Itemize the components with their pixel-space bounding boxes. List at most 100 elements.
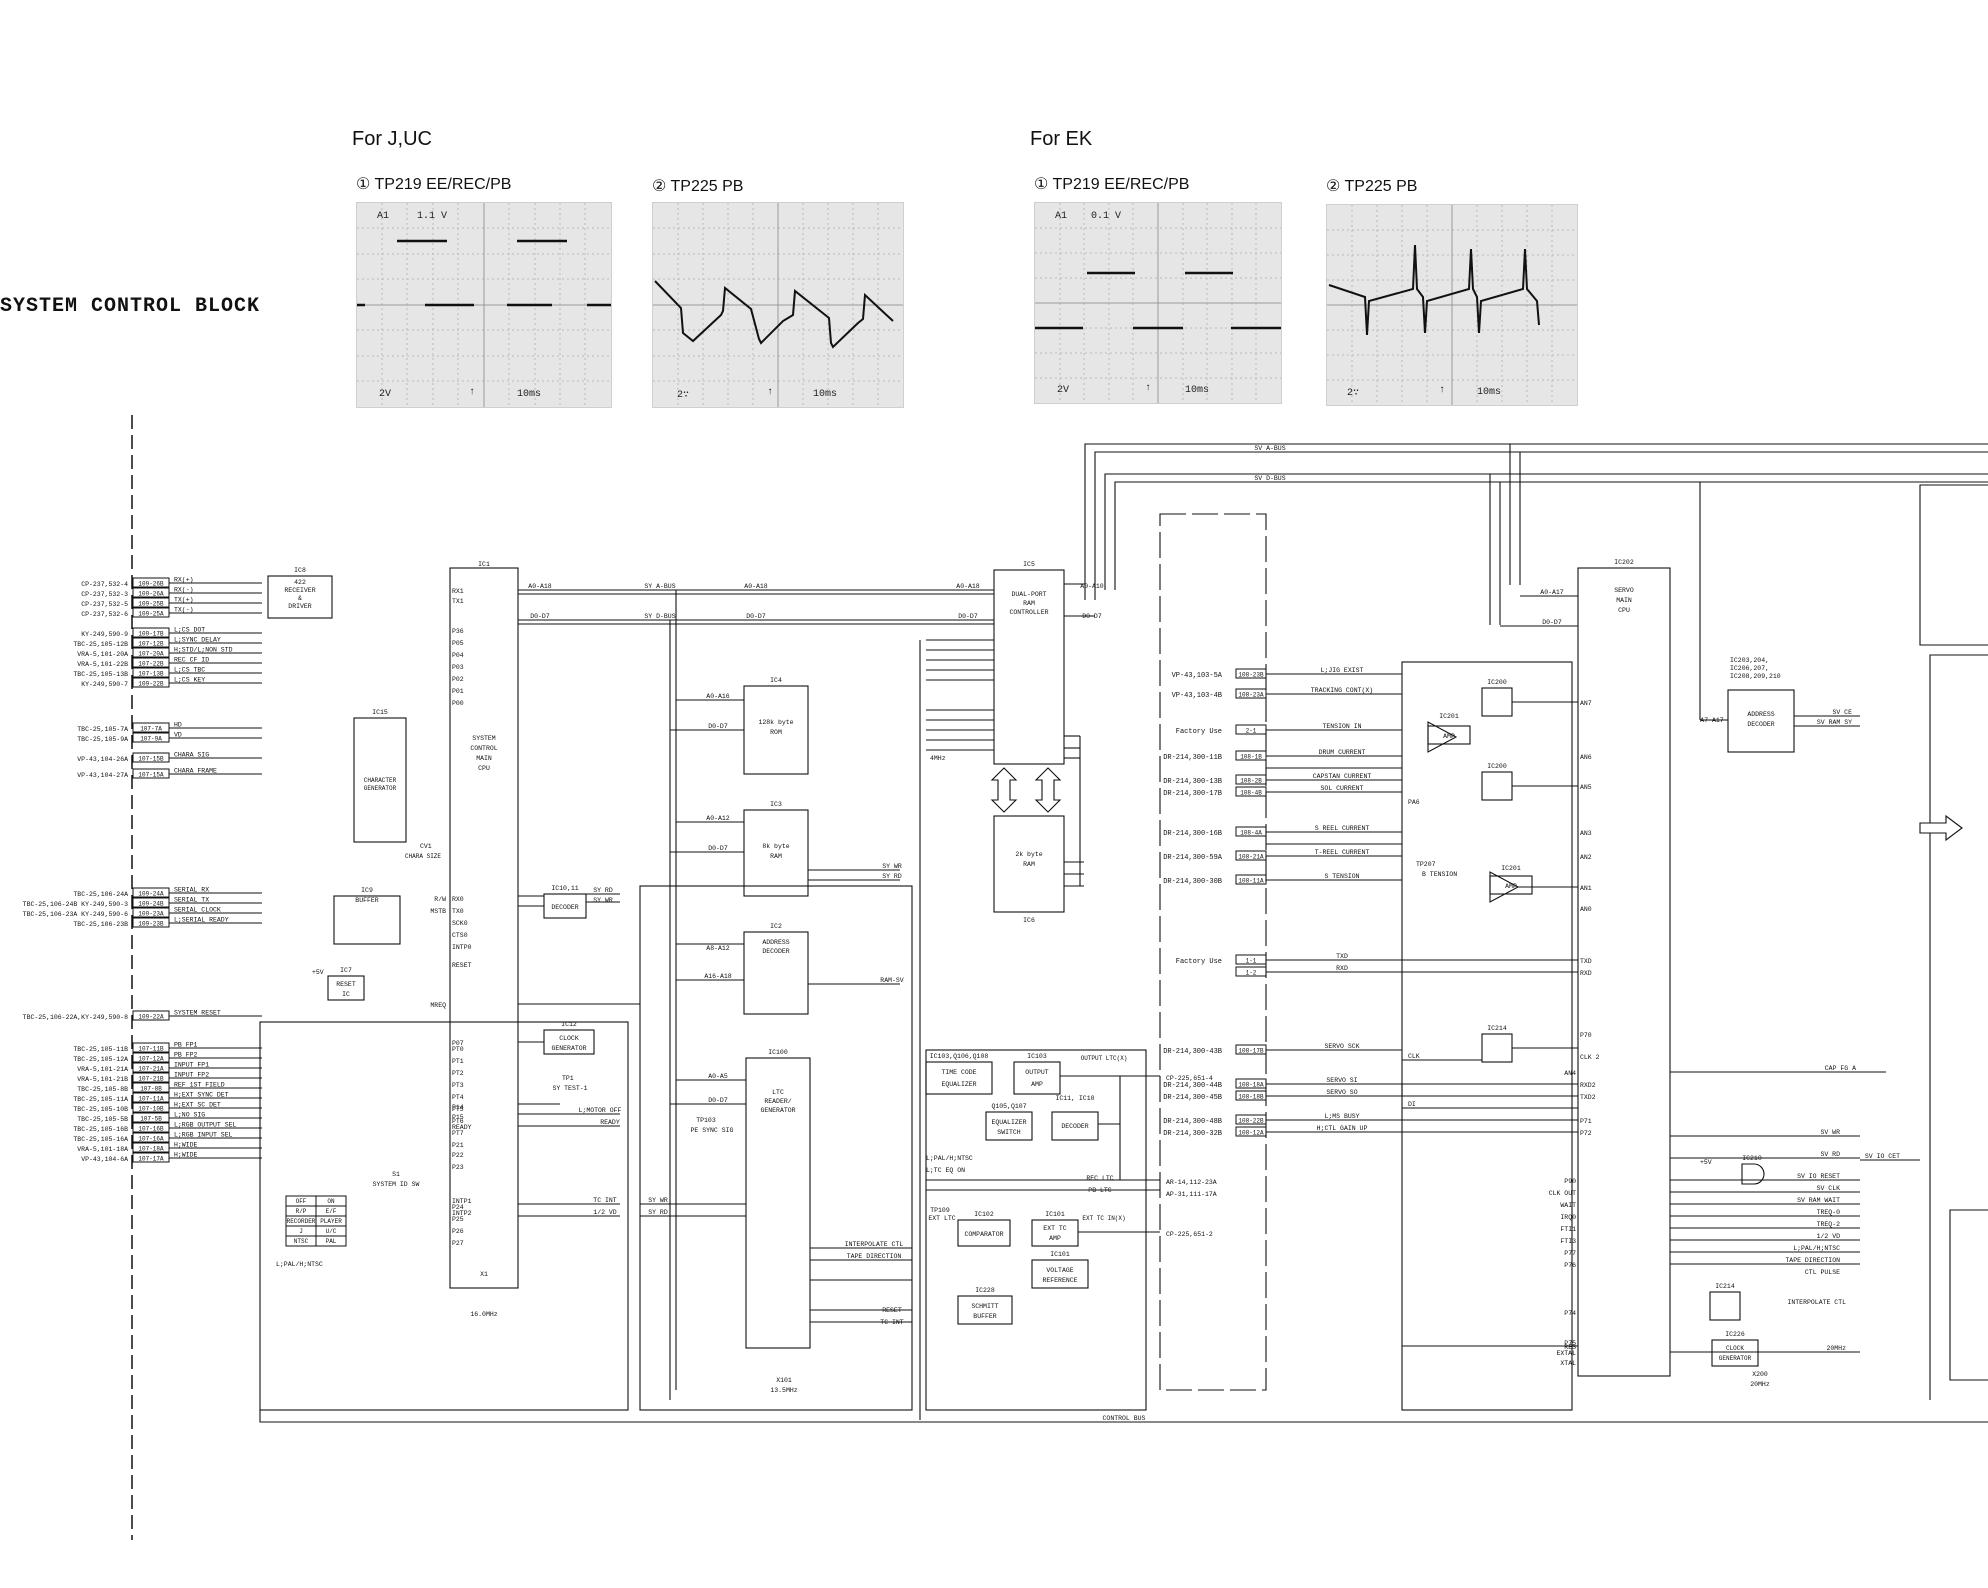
scope-3-volt: 0.1 V xyxy=(1091,211,1122,222)
ic-name: IC xyxy=(342,991,350,998)
ext-tc-label: EXT TC IN(X) xyxy=(1082,1215,1125,1222)
connector-pin: 109-26B xyxy=(138,581,164,588)
scope-4-trigger: ↑ xyxy=(1439,385,1446,396)
ic202-pin: P90 xyxy=(1564,1178,1576,1185)
region-label-juc: For J,UC xyxy=(352,128,432,150)
oscilloscope-1: A1 1.1 V 2V ↑ 10ms xyxy=(356,202,612,408)
signal-name: PB FP1 xyxy=(174,1042,198,1049)
connector-pin: 109-26A xyxy=(138,591,164,598)
connector-ref: VRA-5,101-21B xyxy=(77,1076,128,1083)
id-table-text: E/F xyxy=(326,1208,337,1215)
id-table-text: OFF xyxy=(296,1198,307,1205)
connector-ref: VP-43,104-26A xyxy=(77,756,128,763)
signal-name: REF 1ST FIELD xyxy=(174,1082,225,1089)
ic-ref: IC201 xyxy=(1439,713,1459,720)
ic202-pin: TXD xyxy=(1580,958,1592,965)
ic-name: GENERATOR xyxy=(1719,1355,1752,1362)
connector-pin: 109-25A xyxy=(138,611,164,618)
scope-1-trigger: ↑ xyxy=(469,387,476,398)
signal-name: S TENSION xyxy=(1324,873,1359,880)
ic202-pin: P70 xyxy=(1580,1032,1592,1039)
ic-name: & xyxy=(298,595,302,602)
oscilloscope-4: 2∵ ↑ 10ms xyxy=(1326,204,1578,406)
ic1-pin: PT5 xyxy=(452,1106,464,1113)
ic202-pin: RES xyxy=(1564,1344,1576,1351)
ic-ref: IC102 xyxy=(974,1211,994,1218)
ic-name: EQUALIZER xyxy=(991,1119,1026,1126)
connector-pin-box xyxy=(1235,724,1267,735)
connector-pin-box xyxy=(1235,1090,1267,1101)
connector-ref: VP-43,104-27A xyxy=(77,772,128,779)
ic-ref: IC8 xyxy=(294,567,306,574)
ic-ref: IC200 xyxy=(1487,679,1507,686)
ic-name: RECEIVER xyxy=(284,587,315,594)
signal-name: L;CS DOT xyxy=(174,627,205,634)
signal-name: SERIAL CLOCK xyxy=(174,907,221,914)
signal-name: H;WIDE xyxy=(174,1142,198,1149)
ic-ref: IC214 xyxy=(1715,1283,1735,1290)
tc-int-label-2: TC INT xyxy=(880,1319,904,1326)
x101-label: X101 xyxy=(776,1377,792,1384)
s1-label: S1 xyxy=(392,1171,400,1178)
connector-pin: 107-15A xyxy=(138,772,164,779)
ic-ref: IC203,204, xyxy=(1730,657,1769,664)
pb-ltc-label: PB LTC xyxy=(1088,1187,1112,1194)
connector-pin: 108-18A xyxy=(1238,1082,1264,1089)
ic202-pin: AN0 xyxy=(1580,906,1592,913)
signal-name: RXD xyxy=(1336,965,1348,972)
waveform-square-ek xyxy=(1035,203,1281,403)
half-vd-label: 1/2 VD xyxy=(593,1209,617,1216)
ic-name: COMPARATOR xyxy=(964,1231,1003,1238)
connector-pin-box xyxy=(1235,688,1267,699)
output-ltc-label: OUTPUT LTC(X) xyxy=(1081,1055,1128,1062)
ic-name: 8k byte xyxy=(762,843,789,850)
connector-ref: TBC-25,105-12B xyxy=(73,641,128,648)
ready-label: READY xyxy=(600,1119,620,1126)
scope-title-3: ① TP219 EE/REC/PB xyxy=(1034,176,1190,193)
chara-size-label: CHARA SIZE xyxy=(405,853,441,860)
ic1-pin: SCK0 xyxy=(452,920,468,927)
ic1-pin: P00 xyxy=(452,700,464,707)
ic-ref: IC11, IC10 xyxy=(1055,1095,1094,1102)
connector-ref: TBC-25,105-16A xyxy=(73,1136,128,1143)
signal-name: RX(+) xyxy=(174,577,194,584)
scope-2-trigger: ↑ xyxy=(767,387,774,398)
connector-pin-box xyxy=(1235,826,1267,837)
signal-name: SOL CURRENT xyxy=(1321,785,1364,792)
bus-label: D0-D7 xyxy=(708,723,728,730)
connector-pin-box xyxy=(1235,668,1267,679)
ic-name: BUFFER xyxy=(355,897,379,904)
connector-ref: DR-214,300-48B xyxy=(1163,1118,1222,1126)
sy-rd-label-3: SY RD xyxy=(648,1209,668,1216)
signal-name: INPUT FP2 xyxy=(174,1072,209,1079)
ic202-pin: RXD xyxy=(1580,970,1592,977)
connector-pin: 107-13B xyxy=(138,671,164,678)
right-signal-label: SV RAM WAIT xyxy=(1797,1197,1840,1204)
scope-2-timebase: 10ms xyxy=(813,389,838,400)
ic-name: AMP xyxy=(1031,1081,1043,1088)
ic1-pin: RX0 xyxy=(452,896,464,903)
scope-3-channel: A1 xyxy=(1055,211,1068,222)
bus-label: A8-A12 xyxy=(706,945,730,952)
ic-ref: IC5 xyxy=(1023,561,1035,568)
connector-pin: 2-1 xyxy=(1246,728,1257,735)
ic202-pin: AN6 xyxy=(1580,754,1592,761)
connector-ref: TBC-25,106-24B KY-249,590-3 xyxy=(23,901,128,908)
ic202-pin: AN7 xyxy=(1580,700,1592,707)
waveform-square-juc xyxy=(357,203,611,407)
signal-name: HD xyxy=(174,722,182,729)
connector-ref: TBC-25,105-10B xyxy=(73,1106,128,1113)
x101-freq-label: 13.5MHz xyxy=(770,1387,797,1394)
scope-title-2: ② TP225 PB xyxy=(652,178,744,195)
connector-ref: TBC-25,106-23A KY-249,590-6 xyxy=(23,911,128,918)
tc-int-label: TC INT xyxy=(593,1197,617,1204)
x200-freq-label: 20MHz xyxy=(1750,1381,1770,1388)
connector-pin: 109-23B xyxy=(138,921,164,928)
connector-ref: TBC-25,105-12A xyxy=(73,1056,128,1063)
connector-pin: 109-22A xyxy=(138,1014,164,1021)
ic202-pin: AN1 xyxy=(1580,885,1592,892)
ic1-pin: P01 xyxy=(452,688,464,695)
connector-pin-box xyxy=(1235,1078,1267,1089)
ic-name: CONTROL xyxy=(470,745,497,752)
right-signal-label: SV RD xyxy=(1820,1151,1840,1158)
